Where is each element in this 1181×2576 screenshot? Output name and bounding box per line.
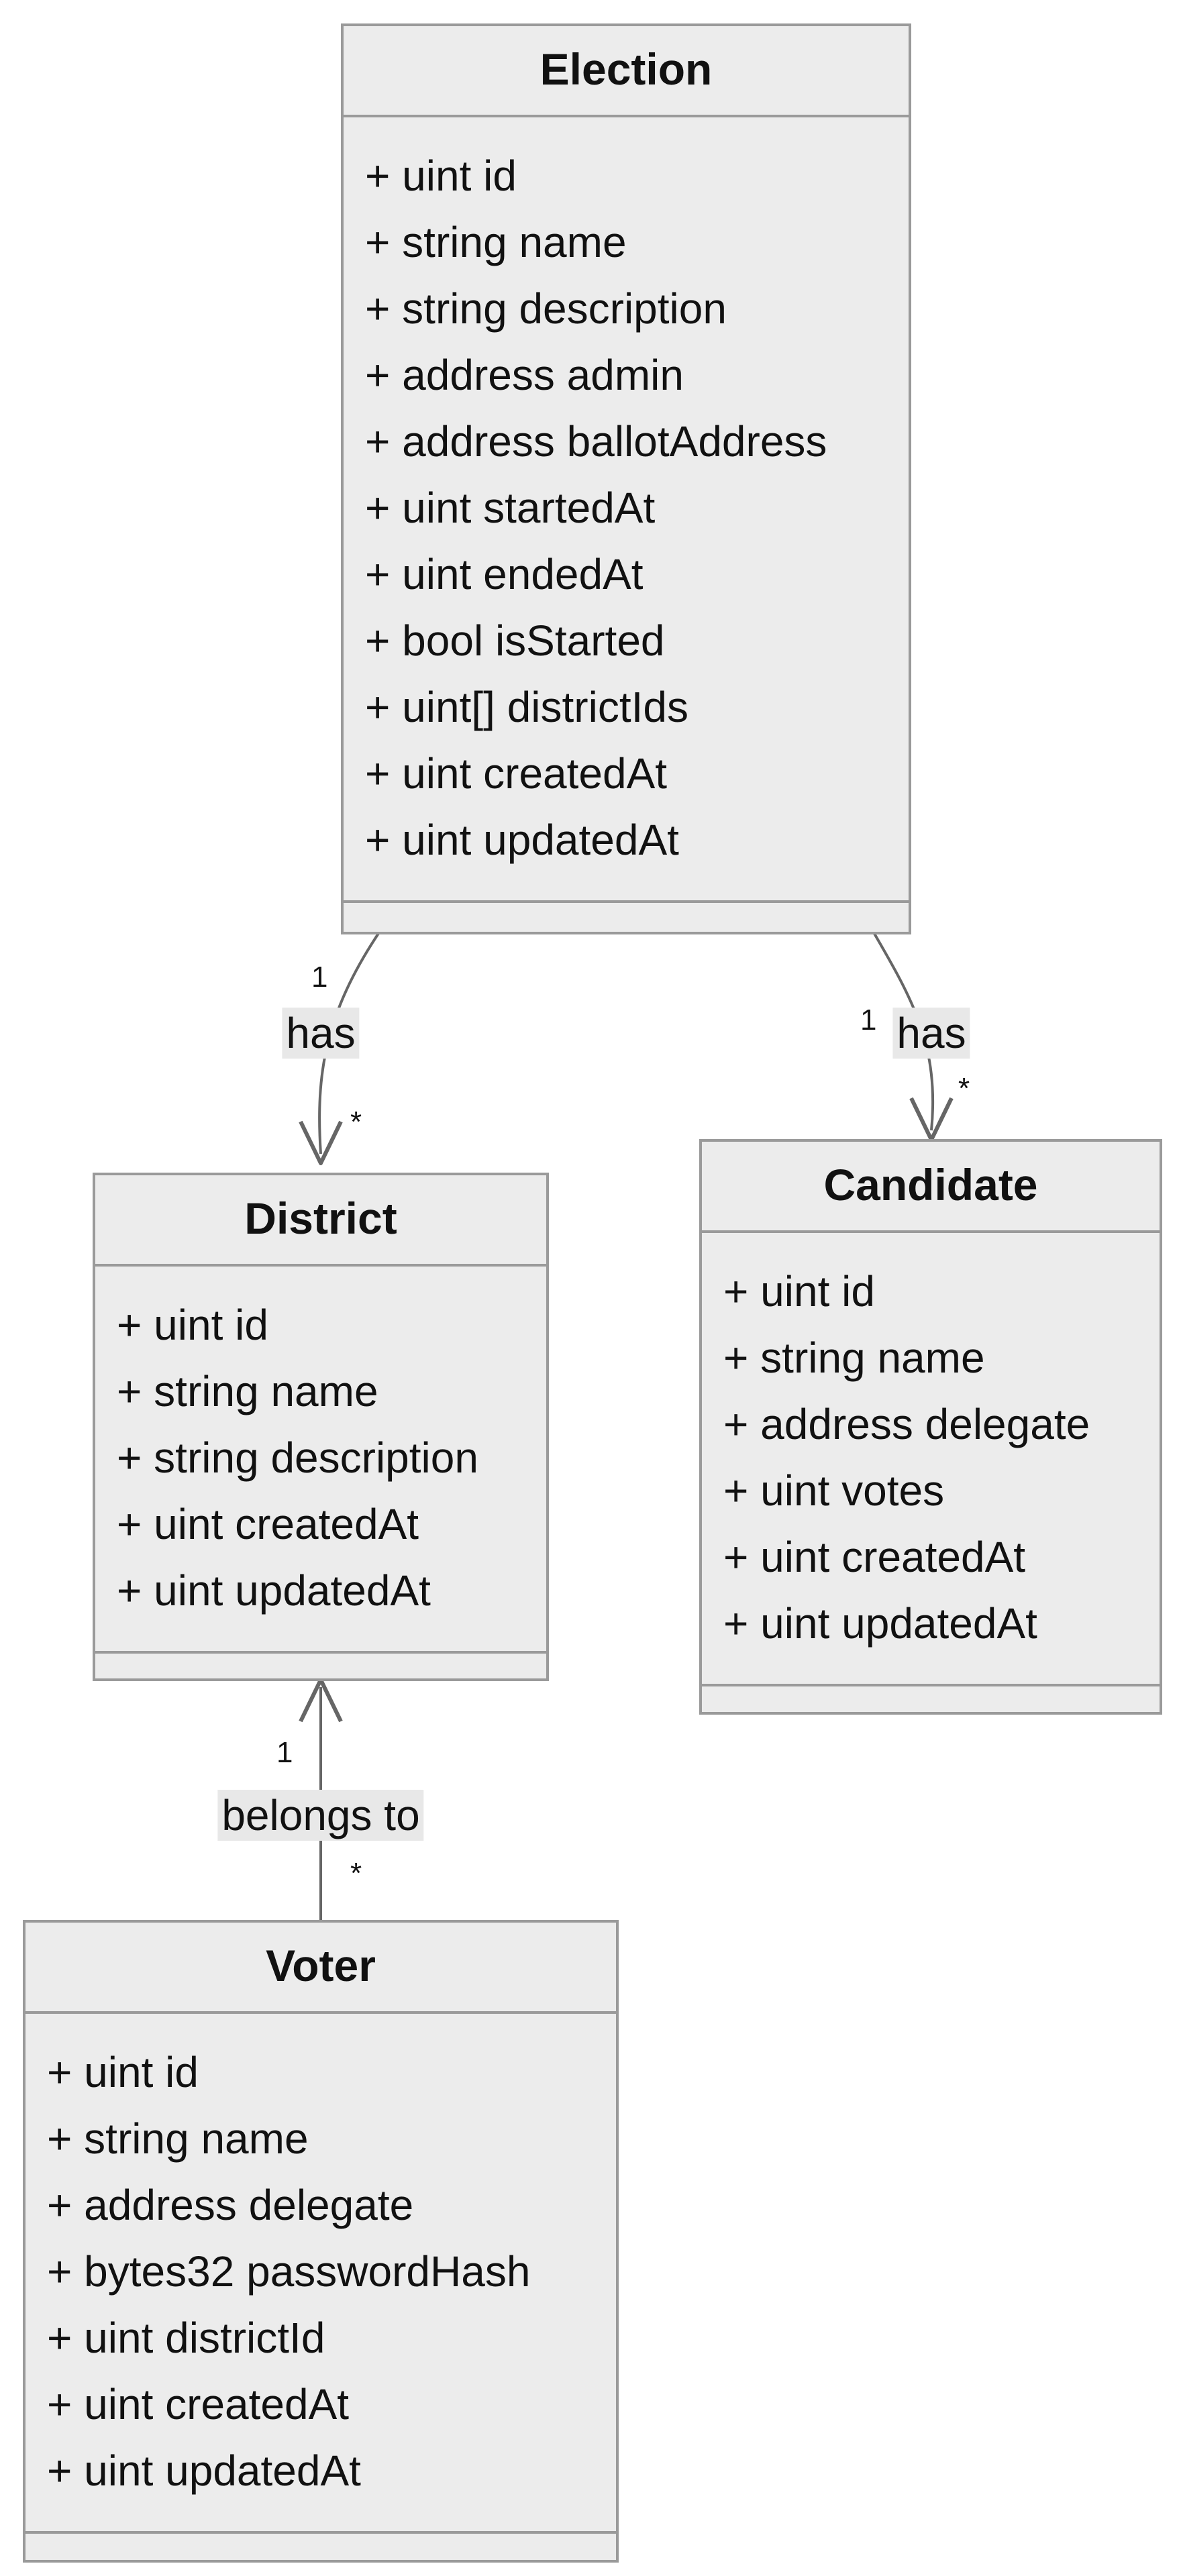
attribute: + uint districtId: [47, 2314, 325, 2362]
attribute: + string description: [365, 284, 727, 333]
attribute: + string name: [365, 218, 627, 266]
class-voter[interactable]: Voter + uint id + string name + address …: [23, 1920, 619, 2563]
attribute: + uint createdAt: [723, 1533, 1026, 1581]
attribute: + address admin: [365, 351, 684, 399]
attribute: + string description: [117, 1434, 478, 1482]
attribute: + bytes32 passwordHash: [47, 2247, 531, 2296]
attribute: + bool isStarted: [365, 616, 665, 665]
class-title: Voter: [25, 1923, 616, 2014]
edge-label-voter-district: belongs to: [217, 1790, 424, 1841]
attribute: + uint updatedAt: [723, 1599, 1037, 1648]
class-election[interactable]: Election + uint id + string name + strin…: [341, 23, 911, 934]
attribute: + uint[] districtIds: [365, 683, 688, 731]
attribute: + uint id: [117, 1301, 268, 1349]
class-attributes: + uint id + string name + address delega…: [25, 2014, 616, 2534]
attribute: + uint id: [723, 1267, 875, 1316]
class-methods: [95, 1654, 546, 1684]
attribute: + uint createdAt: [365, 749, 668, 798]
attribute: + uint updatedAt: [117, 1566, 431, 1615]
attribute: + string name: [723, 1334, 985, 1382]
multiplicity-voter-district-source: *: [350, 1857, 362, 1890]
multiplicity-election-candidate-target: *: [958, 1072, 970, 1105]
attribute: + uint votes: [723, 1466, 945, 1515]
attribute: + uint createdAt: [117, 1500, 419, 1548]
attribute: + uint updatedAt: [365, 816, 679, 864]
attribute: + uint endedAt: [365, 550, 644, 598]
class-title: Candidate: [702, 1142, 1160, 1233]
arrowhead-district: [299, 1120, 343, 1165]
class-methods: [344, 903, 909, 934]
attribute: + uint id: [47, 2048, 199, 2096]
attribute: + uint id: [365, 152, 517, 200]
attribute: + address delegate: [47, 2181, 414, 2229]
attribute: + string name: [47, 2114, 309, 2163]
attribute: + address ballotAddress: [365, 417, 827, 466]
attribute: + uint startedAt: [365, 484, 656, 532]
edge-label-election-district: has: [282, 1008, 360, 1059]
class-attributes: + uint id + string name + address delega…: [702, 1233, 1160, 1686]
class-title: District: [95, 1175, 546, 1267]
class-district[interactable]: District + uint id + string name + strin…: [93, 1173, 549, 1681]
attribute: + uint updatedAt: [47, 2447, 361, 2495]
multiplicity-election-district-target: *: [350, 1106, 362, 1138]
class-methods: [25, 2534, 616, 2565]
class-attributes: + uint id + string name + string descrip…: [344, 117, 909, 903]
attribute: + string name: [117, 1367, 378, 1415]
multiplicity-voter-district-target: 1: [276, 1736, 293, 1769]
class-methods: [702, 1686, 1160, 1717]
attribute: + uint createdAt: [47, 2380, 350, 2428]
multiplicity-election-candidate-source: 1: [860, 1004, 877, 1036]
edge-label-election-candidate: has: [892, 1008, 970, 1059]
class-candidate[interactable]: Candidate + uint id + string name + addr…: [699, 1139, 1162, 1715]
multiplicity-election-district-source: 1: [311, 961, 328, 994]
attribute: + address delegate: [723, 1400, 1090, 1448]
class-title: Election: [344, 26, 909, 117]
class-attributes: + uint id + string name + string descrip…: [95, 1267, 546, 1654]
